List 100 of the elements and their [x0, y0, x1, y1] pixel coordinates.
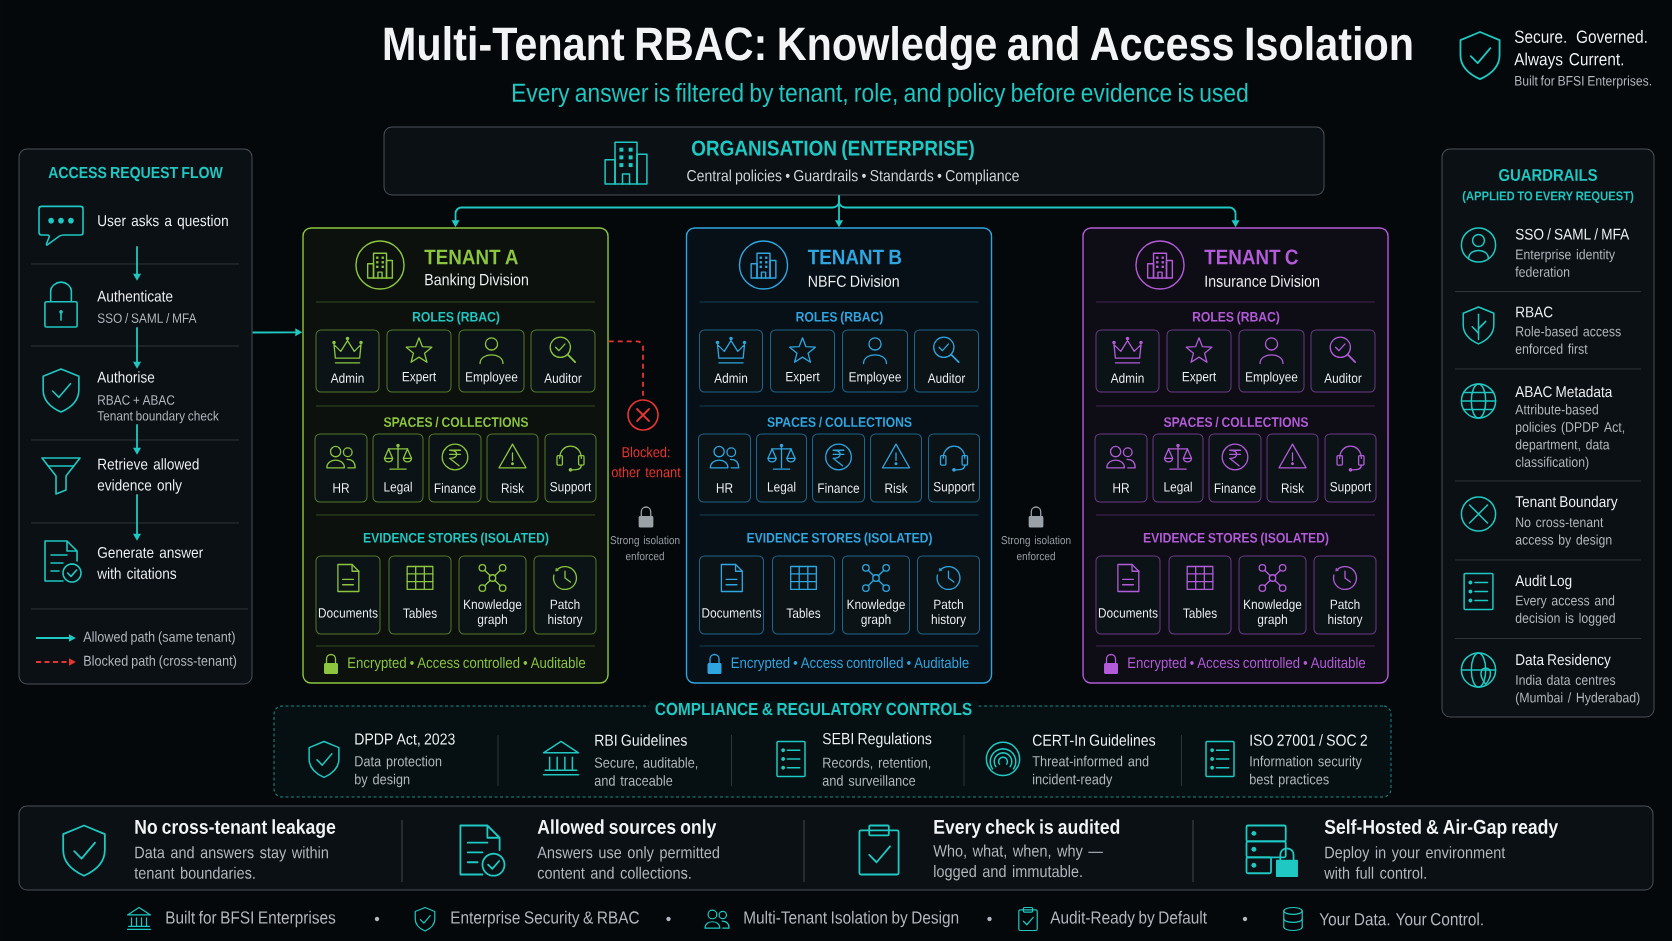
section-heading: ROLES (RBAC) [796, 311, 883, 325]
store-tile: Documents [699, 555, 764, 635]
section-heading: EVIDENCE STORES (ISOLATED) [1143, 532, 1329, 546]
item-text: Data and answers stay within tenant boundaries. [134, 846, 328, 879]
item-text: Who, what, when, why — logged and immutable. [933, 844, 1103, 881]
step-title: Authorise [97, 371, 155, 383]
panel-title: ORGANISATION (ENTERPRISE) [692, 140, 974, 161]
collection-tile: Legal [372, 433, 424, 503]
footer-note: Encrypted • Access controlled • Auditable [731, 657, 969, 671]
collection-tile: Legal [1152, 433, 1204, 503]
store-tile: Documents [1095, 555, 1161, 635]
role-tile: Auditor [1310, 329, 1376, 393]
collection-tile: HR [314, 433, 368, 503]
footer-note: Encrypted • Access controlled • Auditable [348, 657, 586, 671]
section-heading: ROLES (RBAC) [412, 311, 500, 325]
footer-text: Your Data. Your Control. [1319, 912, 1483, 926]
store-tile: Patch history [1313, 555, 1377, 635]
step-title: Authenticate [97, 290, 173, 302]
section-heading: SPACES / COLLECTIONS [767, 416, 912, 428]
item-title: SEBI Regulations [822, 732, 932, 748]
role-tile: Auditor [914, 329, 979, 393]
item-text: Threat-informed and incident-ready [1032, 755, 1149, 788]
collection-tile: Support [1324, 433, 1377, 503]
item-title: Allowed sources only [537, 819, 717, 838]
collection-tile: Support [544, 433, 597, 503]
role-tile: Auditor [530, 329, 596, 393]
tenant-title: TENANT C [1204, 249, 1298, 265]
store-tile: Knowledge graph [1238, 555, 1307, 635]
item-title: CERT-In Guidelines [1032, 734, 1156, 746]
item-text: No cross-tenant access by design [1515, 517, 1612, 548]
tenant-subtitle: Banking Division [425, 273, 528, 289]
panel-subheading: (APPLIED TO EVERY REQUEST) [1462, 191, 1634, 203]
step-text: Tenant boundary check [97, 410, 219, 424]
title: Multi-Tenant RBAC: Knowledge and Access Isolation [384, 26, 1412, 70]
item-title: ISO 27001 / SOC 2 [1250, 734, 1367, 746]
tagline-note: Built for BFSI Enterprises. [1515, 75, 1651, 89]
item-title: DPDP Act, 2023 [355, 733, 455, 747]
item-title: SSO / SAML / MFA [1515, 228, 1630, 240]
item-text: Answers use only permitted content and collections. [537, 846, 719, 879]
section-heading: EVIDENCE STORES (ISOLATED) [747, 532, 932, 546]
step-title: User asks a question [98, 214, 228, 230]
tenant-subtitle: Insurance Division [1205, 275, 1320, 287]
footer-text: Audit-Ready by Default [1050, 910, 1207, 928]
section-heading: EVIDENCE STORES (ISOLATED) [363, 532, 549, 546]
collection-tile: Risk [1266, 433, 1319, 503]
footer-text: Multi-Tenant Isolation by Design [744, 910, 959, 928]
item-text: Enterprise identity federation [1515, 249, 1615, 277]
item-title: ABAC Metadata [1515, 385, 1613, 398]
item-title: Data Residency [1516, 653, 1611, 669]
collection-tile: Finance [428, 433, 482, 503]
item-text: Deploy in your environment with full control. [1324, 846, 1506, 879]
section-heading: SPACES / COLLECTIONS [1163, 416, 1308, 428]
step-title: Generate answer with citations [97, 547, 203, 579]
role-tile: Admin [699, 329, 763, 393]
item-text: Information security best practices [1250, 755, 1362, 788]
item-title: Audit Log [1515, 574, 1572, 590]
collection-tile: Risk [486, 433, 539, 503]
isolation-note: Strong isolation enforced [610, 535, 680, 561]
store-tile: Patch history [533, 555, 597, 635]
item-title: RBAC [1516, 306, 1553, 318]
store-tile: Knowledge graph [458, 555, 527, 635]
collection-tile: Finance [812, 433, 865, 503]
role-tile: Expert [386, 329, 452, 393]
item-title: Tenant Boundary [1515, 495, 1618, 511]
footer-note: Encrypted • Access controlled • Auditable [1128, 657, 1366, 671]
role-tile: Expert [770, 329, 835, 393]
collection-tile: HR [1094, 433, 1148, 503]
tenant-title: TENANT B [807, 249, 902, 265]
footer-text: Enterprise Security & RBAC [451, 910, 639, 928]
collection-tile: Finance [1208, 433, 1262, 503]
blocked-note: Blocked: other tenant [611, 446, 681, 478]
item-text: India data centres (Mumbai / Hyderabad) [1516, 674, 1640, 706]
step-text: RBAC + ABAC [98, 395, 175, 405]
tenant-title: TENANT A [424, 249, 518, 265]
step-text: SSO / SAML / MFA [97, 313, 197, 323]
collection-tile: HR [698, 433, 751, 503]
store-tile: Tables [1168, 555, 1232, 635]
tagline: Secure. Governed. Always Current. [1514, 30, 1647, 69]
collection-tile: Risk [870, 433, 922, 503]
legend-text: Blocked path (cross-tenant) [84, 655, 237, 669]
role-tile: Employee [1238, 329, 1305, 393]
role-tile: Admin [1095, 329, 1160, 393]
store-tile: Tables [388, 555, 452, 635]
item-text: Attribute-based policies (DPDP Act, department, data classification) [1515, 404, 1625, 470]
tenant-subtitle: NBFC Division [808, 275, 899, 287]
step-title: Retrieve allowed evidence only [97, 458, 199, 494]
role-tile: Admin [315, 329, 380, 393]
role-tile: Employee [842, 329, 908, 393]
footer-text: Built for BFSI Enterprises [166, 910, 336, 928]
item-title: Self-Hosted & Air-Gap ready [1324, 819, 1559, 838]
item-title: Every check is audited [934, 819, 1120, 838]
item-title: No cross-tenant leakage [135, 819, 336, 838]
collection-tile: Support [928, 433, 980, 503]
item-title: RBI Guidelines [595, 734, 687, 746]
store-tile: Tables [772, 555, 835, 635]
item-text: Secure, auditable, and traceable [594, 757, 698, 786]
role-tile: Expert [1166, 329, 1232, 393]
item-text: Data protection by design [355, 755, 442, 788]
item-text: Every access and decision is logged [1515, 595, 1615, 626]
section-heading: SPACES / COLLECTIONS [383, 416, 528, 428]
